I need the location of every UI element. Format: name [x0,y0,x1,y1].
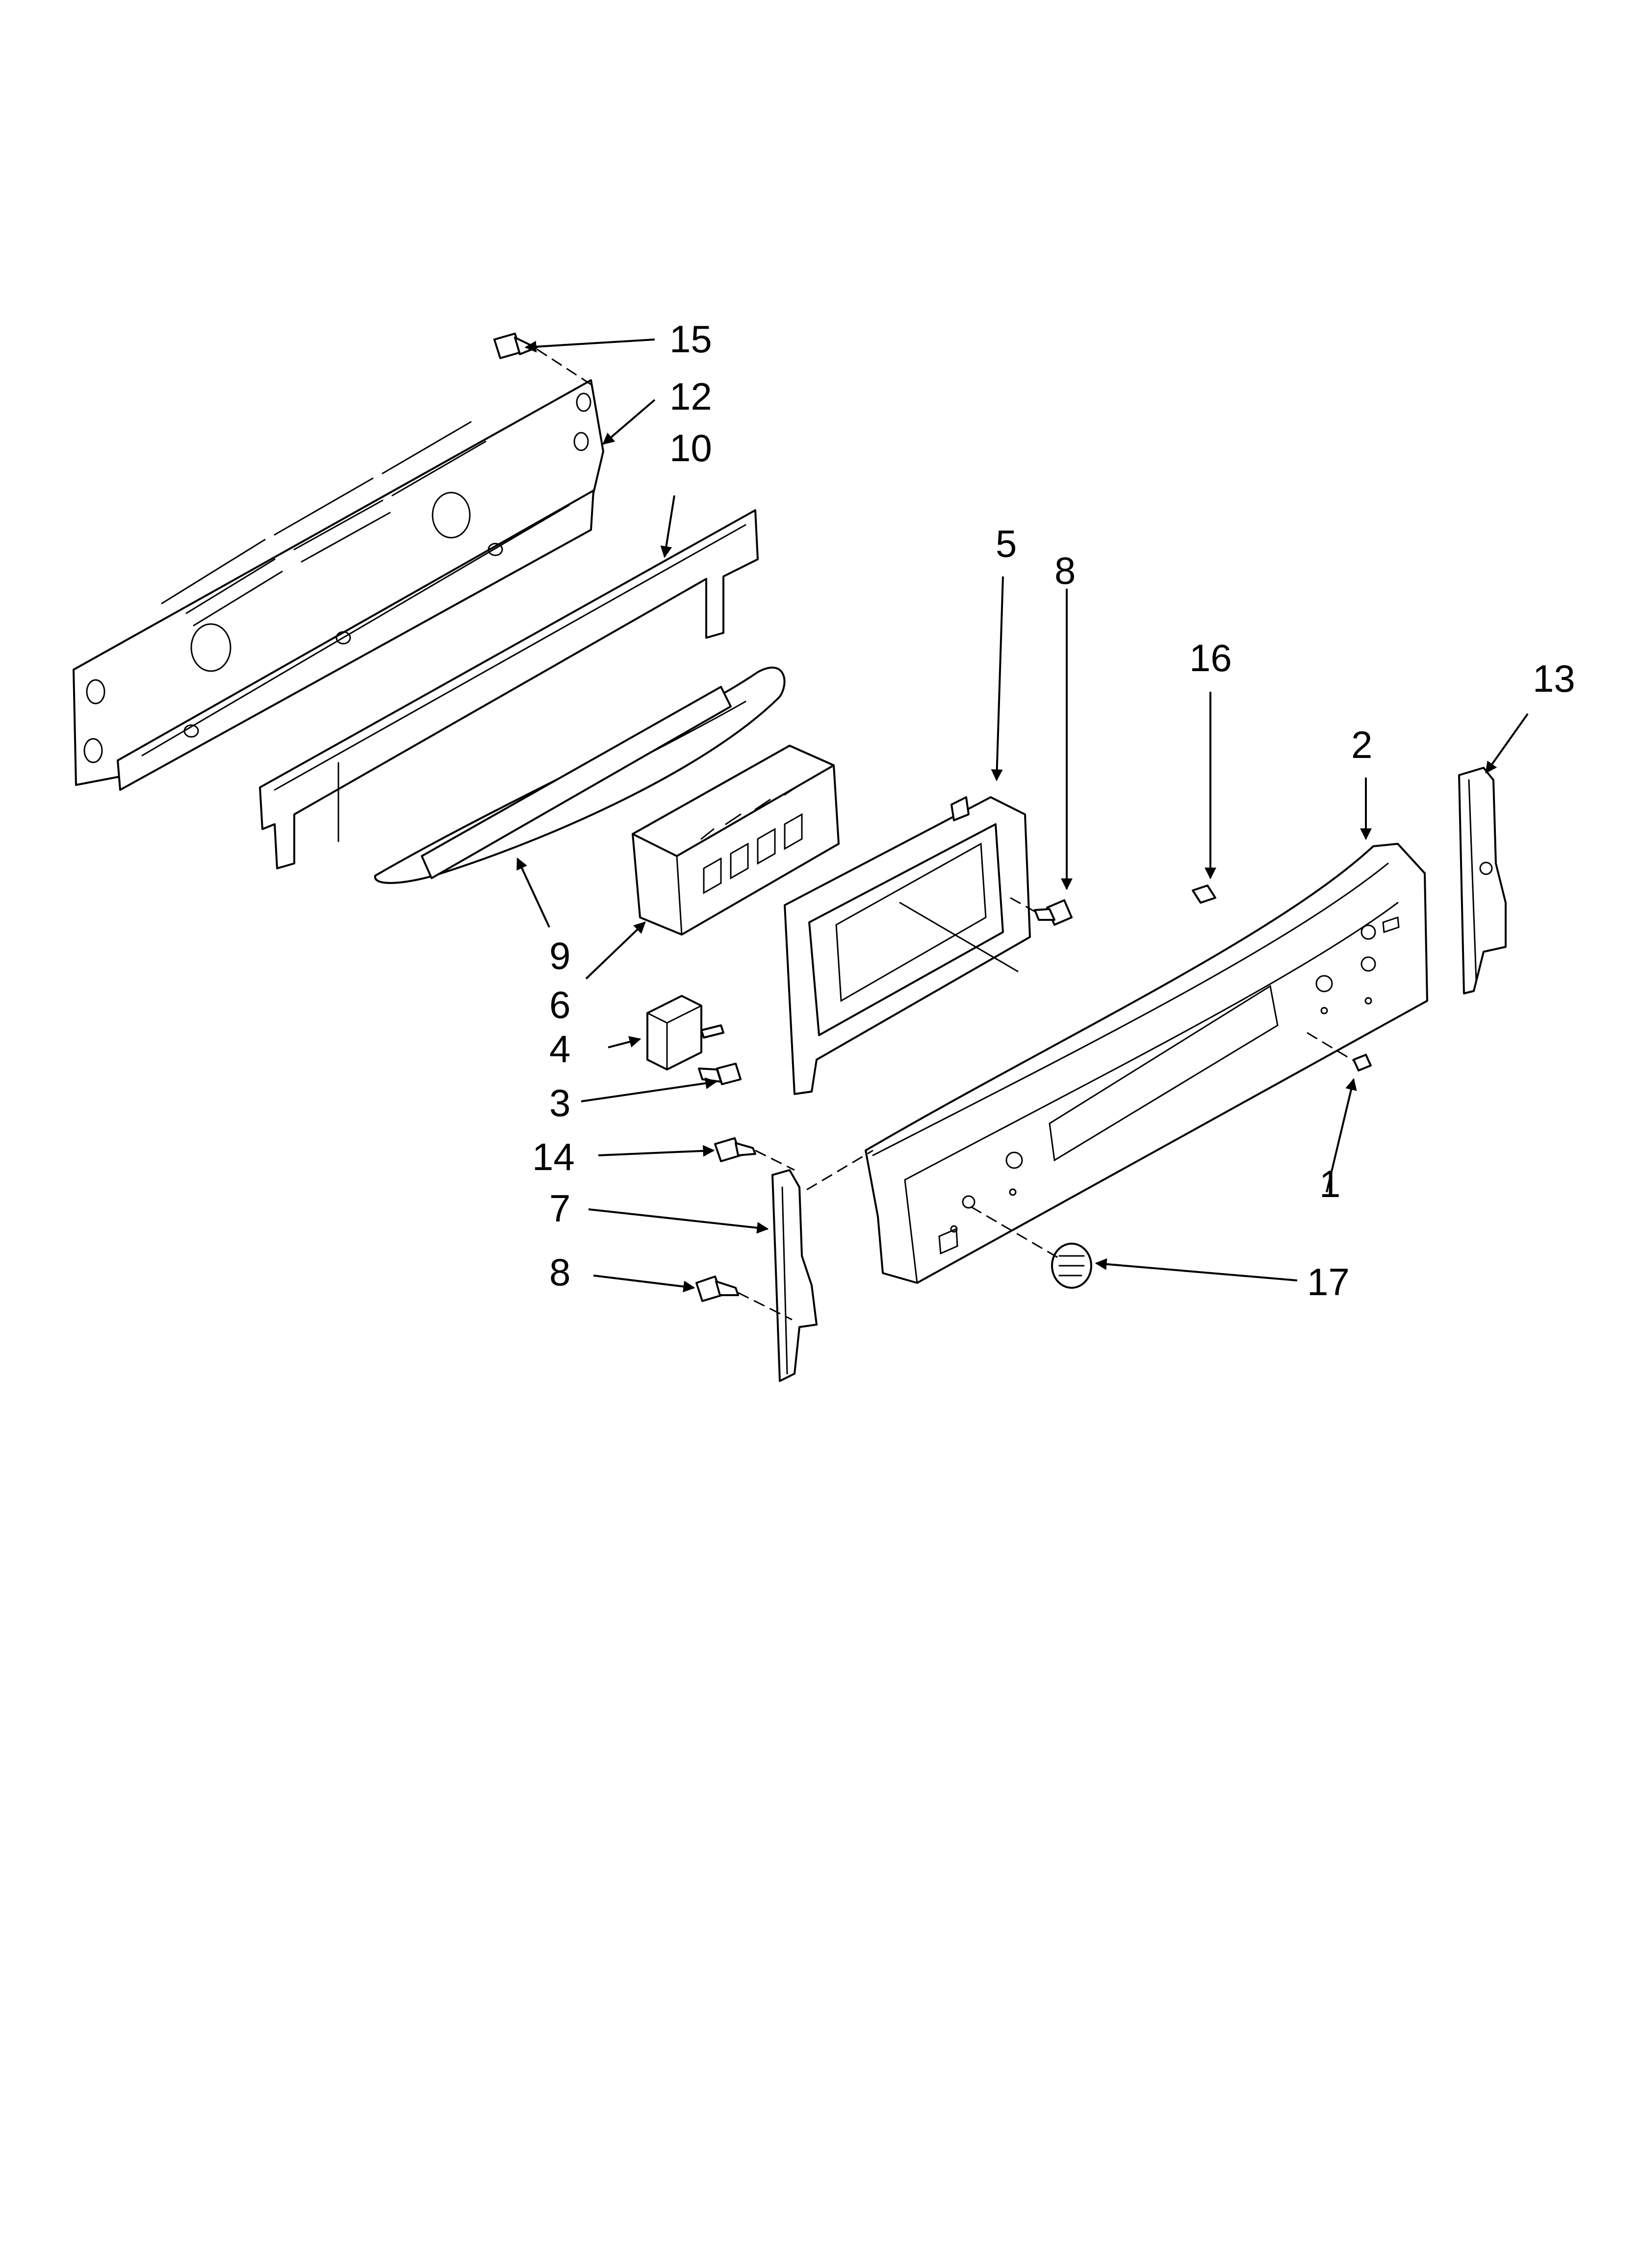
part-14-screw [714,1137,795,1171]
callout-12: 12 [669,375,712,418]
callout-16: 16 [1189,636,1232,679]
callout-6: 6 [549,983,570,1026]
callout-15: 15 [669,317,712,361]
part-17-knob [971,1206,1092,1289]
part-8-screw-lower [695,1276,793,1321]
part-12-rear-bracket [73,379,604,791]
part-1-screw [1307,1032,1372,1071]
part-9-vent-trim [374,666,786,884]
part-16-clip [1192,885,1216,904]
callout-8-upper: 8 [1054,549,1076,592]
callout-10: 10 [669,426,712,469]
callout-labels: 15 12 10 5 8 16 13 2 9 6 4 3 14 7 8 1 17 [532,317,1575,1303]
part-10-panel-shield [259,509,759,869]
part-6-control-board [632,745,840,936]
part-3-screw [698,1063,742,1085]
callout-14: 14 [532,1135,575,1178]
part-13-right-bracket [1458,767,1507,994]
callout-4: 4 [549,1027,570,1070]
leader-lines [516,339,1529,1293]
callout-8-lower: 8 [549,1251,570,1294]
part-7-left-bracket [771,1149,873,1382]
callout-5: 5 [996,522,1017,565]
part-4-switch [646,995,724,1070]
callout-7: 7 [549,1187,570,1230]
callout-2: 2 [1351,723,1372,766]
callout-1: 1 [1319,1162,1340,1205]
part-2-console [865,843,1428,1284]
callout-3: 3 [549,1081,570,1124]
part-8-screw-upper [1010,897,1073,926]
part-5-display-bezel [784,796,1031,1095]
callout-9: 9 [549,934,570,977]
callout-13: 13 [1533,657,1575,700]
part-15-screw [493,333,596,389]
callout-17: 17 [1307,1260,1350,1303]
